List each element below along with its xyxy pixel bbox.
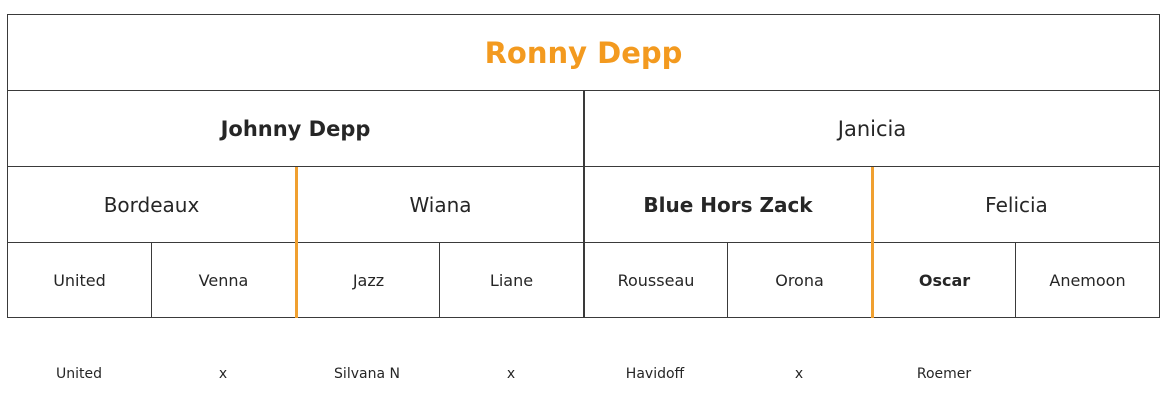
great-grandparent: Anemoon <box>1049 271 1126 290</box>
row-divider <box>8 90 1159 91</box>
great-grandparent: Venna <box>198 271 249 290</box>
great-grandparent: Jazz <box>352 271 385 290</box>
dam-line-separator: x <box>506 366 516 382</box>
grandparent-dam-sire: Blue Hors Zack <box>643 192 813 217</box>
great-grandparent: Orona <box>775 271 824 290</box>
dam-line-separator: x <box>794 366 804 382</box>
grandparent-dam-dam: Felicia <box>985 192 1048 217</box>
cell-divider <box>439 243 440 318</box>
sire-dam-divider <box>583 91 585 318</box>
grandparent-sire-sire: Bordeaux <box>103 192 200 217</box>
cell-divider <box>151 243 152 318</box>
sire-branch-divider <box>295 167 298 318</box>
dam-line-item: Silvana N <box>334 366 400 382</box>
horse-name-title: Ronny Depp <box>484 35 683 70</box>
dam-line-item: United <box>56 366 102 382</box>
dam-branch-divider <box>871 167 874 318</box>
grandparent-sire-dam: Wiana <box>409 192 472 217</box>
great-grandparent: United <box>53 271 106 290</box>
cell-divider <box>727 243 728 318</box>
great-grandparent: Oscar <box>918 271 971 290</box>
cell-divider <box>1015 243 1016 318</box>
dam-name: Janicia <box>837 116 907 141</box>
dam-line-item: Havidoff <box>625 366 685 382</box>
dam-line-item: Roemer <box>916 366 972 382</box>
sire-name: Johnny Depp <box>220 116 371 141</box>
great-grandparent: Rousseau <box>617 271 695 290</box>
dam-line-separator: x <box>218 366 228 382</box>
great-grandparent: Liane <box>489 271 534 290</box>
pedigree-table: Ronny Depp Johnny Depp Janicia Bordeaux … <box>7 14 1160 318</box>
